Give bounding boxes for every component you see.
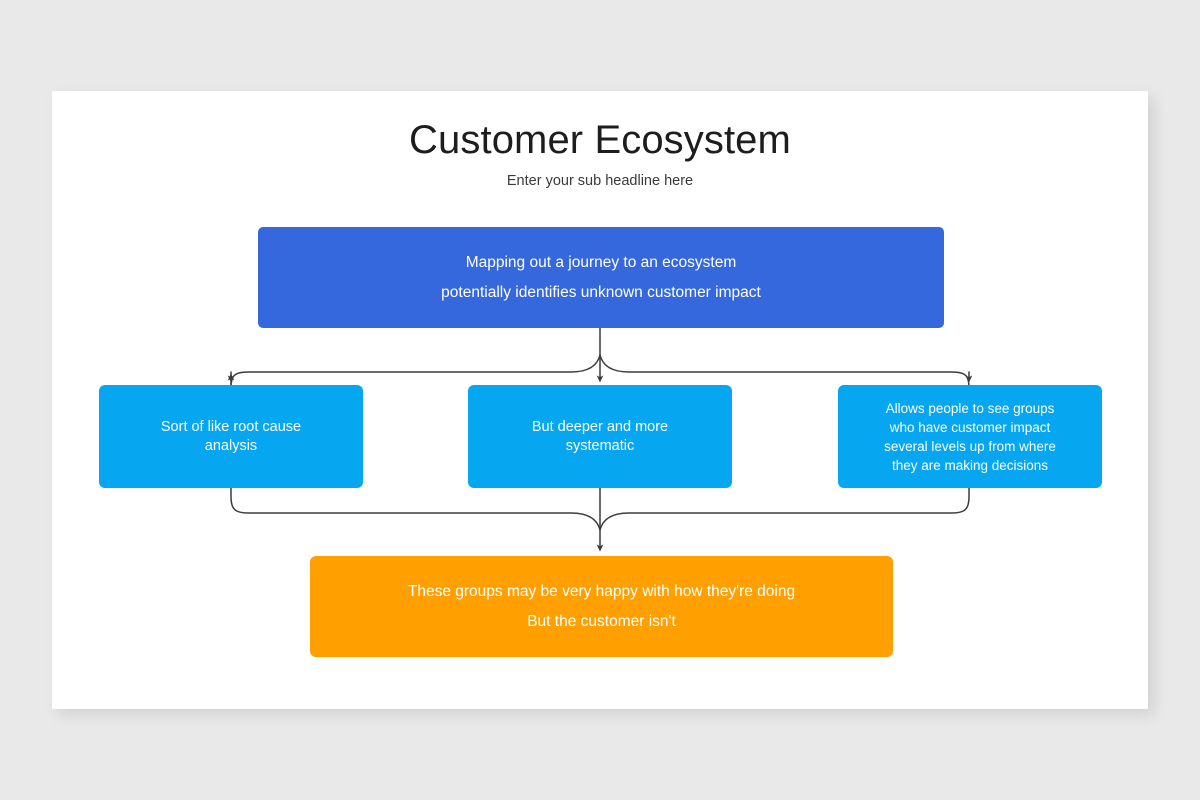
flow-node-outcome-line-1: These groups may be very happy with how … — [407, 582, 796, 600]
flow-node-branch-2-line-1: But deeper and more — [531, 418, 669, 435]
page-title: Customer Ecosystem — [409, 118, 791, 162]
flow-node-branch-1-line-1: Sort of like root cause — [160, 418, 302, 435]
flow-node-root[interactable]: Mapping out a journey to an ecosystem po… — [258, 227, 944, 328]
slide-canvas: Customer Ecosystem Enter your sub headli… — [52, 91, 1148, 709]
flow-node-branch-2-line-2: systematic — [565, 437, 635, 454]
flow-node-root-line-2: potentially identifies unknown customer … — [441, 283, 761, 301]
page-subtitle: Enter your sub headline here — [506, 173, 694, 189]
flow-node-root-line-1: Mapping out a journey to an ecosystem — [465, 253, 737, 271]
flow-node-outcome-line-2: But the customer isn't — [527, 612, 676, 630]
flow-node-outcome[interactable]: These groups may be very happy with how … — [310, 556, 893, 657]
flow-node-branch-3-line-3: several levels up from where — [884, 438, 1056, 454]
flow-node-branch-1-line-2: analysis — [204, 437, 258, 454]
flow-node-branch-2[interactable]: But deeper and more systematic — [468, 385, 732, 488]
flow-node-branch-1[interactable]: Sort of like root cause analysis — [99, 385, 363, 488]
flow-node-branch-3-line-2: who have customer impact — [889, 419, 1051, 435]
flow-node-branch-3[interactable]: Allows people to see groups who have cus… — [838, 385, 1102, 488]
connector-branch-3-to-merge — [599, 487, 970, 531]
flow-node-branch-3-line-4: they are making decisions — [891, 457, 1049, 473]
flow-node-branch-3-line-1: Allows people to see groups — [885, 400, 1055, 416]
connector-root-to-left-rail — [230, 354, 601, 389]
connector-root-to-right-rail — [599, 354, 970, 389]
connector-branch-1-to-merge — [230, 487, 601, 531]
